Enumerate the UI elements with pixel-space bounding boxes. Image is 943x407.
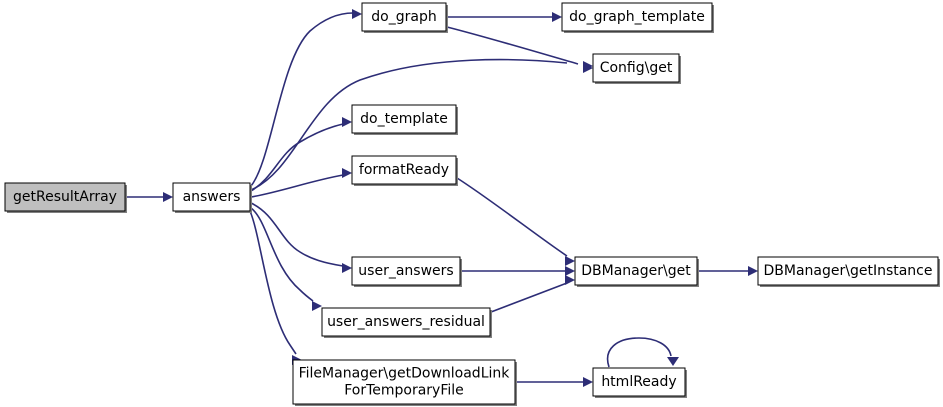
edge-line bbox=[446, 26, 579, 65]
node-user_answers[interactable]: user_answers bbox=[351, 256, 462, 287]
edge-line bbox=[606, 337, 672, 368]
edge-answers-to-do_graph bbox=[250, 9, 362, 187]
node-label: formatReady bbox=[359, 162, 449, 178]
arrowhead-icon bbox=[342, 263, 352, 273]
edge-line bbox=[250, 12, 354, 187]
edge-line bbox=[250, 58, 568, 191]
edge-answers-to-FileManager_getDownloadLinkForTemporaryFile bbox=[249, 210, 302, 365]
edge-answers-to-user_answers_residual bbox=[250, 207, 322, 311]
node-label: do_graph_template bbox=[569, 9, 705, 25]
edge-do_graph-to-do_graph_template bbox=[447, 12, 562, 22]
node-user_answers_residual[interactable]: user_answers_residual bbox=[321, 307, 492, 338]
node-box[interactable] bbox=[292, 359, 516, 405]
edge-line bbox=[250, 207, 314, 302]
node-box[interactable] bbox=[757, 256, 939, 286]
arrowhead-icon bbox=[583, 377, 593, 387]
node-box[interactable] bbox=[361, 2, 447, 32]
node-box[interactable] bbox=[592, 367, 686, 397]
arrowhead-icon bbox=[552, 12, 562, 22]
edge-answers-to-do_template bbox=[250, 117, 352, 192]
node-box[interactable] bbox=[321, 307, 491, 337]
arrowhead-icon bbox=[565, 275, 575, 285]
node-do_graph[interactable]: do_graph bbox=[361, 2, 448, 33]
node-label: FileManager\getDownloadLink bbox=[299, 366, 511, 382]
node-Config_get[interactable]: Config\get bbox=[592, 53, 681, 84]
node-box[interactable] bbox=[351, 104, 457, 134]
edge-DBManager_get-to-DBManager_getInstance bbox=[698, 266, 758, 276]
node-box[interactable] bbox=[592, 53, 680, 83]
node-do_template[interactable]: do_template bbox=[351, 104, 458, 135]
arrowhead-icon bbox=[342, 117, 352, 127]
nodes-layer: getResultArray answers do_graph do_graph_te… bbox=[4, 2, 940, 406]
edge-line bbox=[456, 177, 568, 257]
arrowhead-icon bbox=[342, 168, 352, 178]
node-FileManager_getDownloadLinkForTemporaryFile[interactable]: FileManager\getDownloadLinkForTemporaryF… bbox=[292, 359, 517, 406]
node-label: DBManager\get bbox=[581, 263, 691, 279]
arrowhead-icon bbox=[667, 357, 679, 366]
node-DBManager_get[interactable]: DBManager\get bbox=[574, 256, 699, 287]
edge-getResultArray-to-answers bbox=[126, 192, 173, 202]
node-htmlReady[interactable]: htmlReady bbox=[592, 367, 687, 398]
node-box[interactable] bbox=[561, 2, 713, 32]
arrowhead-icon bbox=[583, 63, 593, 73]
edge-line bbox=[249, 210, 297, 355]
edge-line bbox=[490, 282, 568, 313]
arrowhead-icon bbox=[312, 301, 322, 311]
edge-line bbox=[250, 202, 344, 267]
edge-formatReady-to-DBManager_get bbox=[456, 177, 575, 266]
arrowhead-icon bbox=[163, 192, 173, 202]
node-label: Config\get bbox=[600, 60, 673, 76]
node-formatReady[interactable]: formatReady bbox=[351, 155, 458, 186]
arrowhead-icon bbox=[748, 266, 758, 276]
edge-line bbox=[250, 174, 344, 198]
node-box[interactable] bbox=[172, 182, 251, 212]
node-do_graph_template[interactable]: do_graph_template bbox=[561, 2, 714, 33]
edge-answers-to-formatReady bbox=[250, 168, 352, 198]
edge-user_answers-to-DBManager_get bbox=[461, 266, 575, 276]
node-label: do_template bbox=[360, 111, 448, 127]
arrowhead-icon bbox=[565, 266, 575, 276]
node-label: htmlReady bbox=[601, 374, 676, 390]
edge-do_graph-to-Config_get bbox=[446, 26, 593, 73]
node-label: getResultArray bbox=[13, 189, 117, 205]
arrowhead-icon bbox=[565, 256, 575, 266]
node-box[interactable] bbox=[351, 155, 457, 185]
node-box[interactable] bbox=[4, 182, 126, 212]
node-box[interactable] bbox=[574, 256, 698, 286]
node-box[interactable] bbox=[351, 256, 461, 286]
edge-user_answers_residual-to-DBManager_get bbox=[490, 275, 575, 313]
node-label: answers bbox=[183, 189, 241, 205]
node-label: user_answers_residual bbox=[327, 314, 485, 330]
edge-line bbox=[250, 123, 344, 192]
node-label: DBManager\getInstance bbox=[763, 263, 932, 279]
node-DBManager_getInstance[interactable]: DBManager\getInstance bbox=[757, 256, 940, 287]
node-getResultArray[interactable]: getResultArray bbox=[4, 182, 127, 213]
edge-FileManager_getDownloadLinkForTemporaryFile-to-htmlReady bbox=[516, 377, 593, 387]
node-label: ForTemporaryFile bbox=[344, 383, 464, 399]
node-label: do_graph bbox=[371, 9, 436, 25]
edge-answers-to-user_answers bbox=[250, 202, 352, 273]
arrowhead-icon bbox=[352, 9, 362, 19]
node-label: user_answers bbox=[358, 263, 453, 279]
node-answers[interactable]: answers bbox=[172, 182, 252, 213]
edge-htmlReady-to-htmlReady bbox=[606, 337, 679, 368]
